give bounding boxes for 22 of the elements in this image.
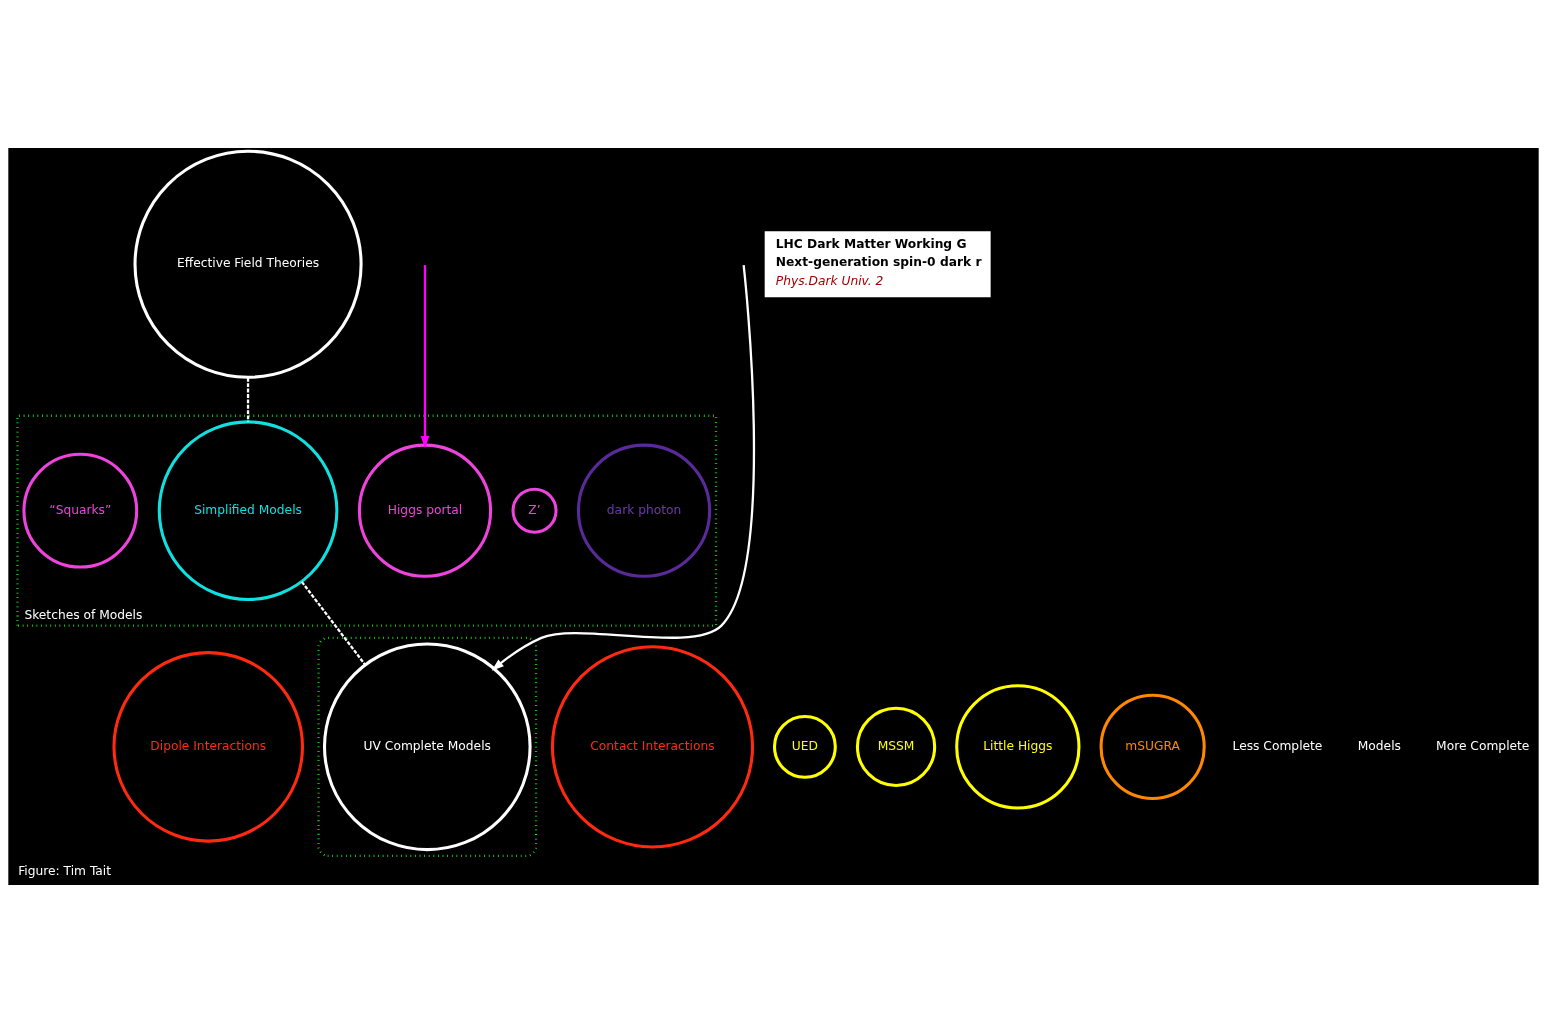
arrow <box>420 265 430 449</box>
node-circle: Z’ <box>511 487 558 534</box>
node-circle: dark photon <box>576 443 712 578</box>
arrow <box>491 264 755 671</box>
node-circle: Simplified Models <box>157 420 339 602</box>
label: More Complete <box>1436 738 1530 753</box>
label: Less Complete <box>1232 738 1323 753</box>
caption: Figure: Tim Tait <box>18 863 112 878</box>
connector <box>300 581 366 666</box>
node-circle: Dipole Interactions <box>112 651 304 843</box>
node-circle: UED <box>772 714 837 779</box>
label: Models <box>1357 738 1401 753</box>
node-circle: Higgs portal <box>357 443 493 578</box>
node-circle: UV Complete Models <box>322 642 532 852</box>
node-circle: Little Higgs <box>955 684 1081 810</box>
node-circle: Effective Field Theories <box>133 149 363 379</box>
node-circle: MSSM <box>855 706 937 787</box>
node-circle: “Squarks” <box>22 452 139 569</box>
connector <box>246 377 250 422</box>
node-circle: mSUGRA <box>1099 693 1206 800</box>
node-circle: Contact Interactions <box>550 645 755 849</box>
node-box: LHC Dark Matter Working G Next-generation spin-0 dark r Phys.Dark Univ. 2 <box>764 231 991 298</box>
